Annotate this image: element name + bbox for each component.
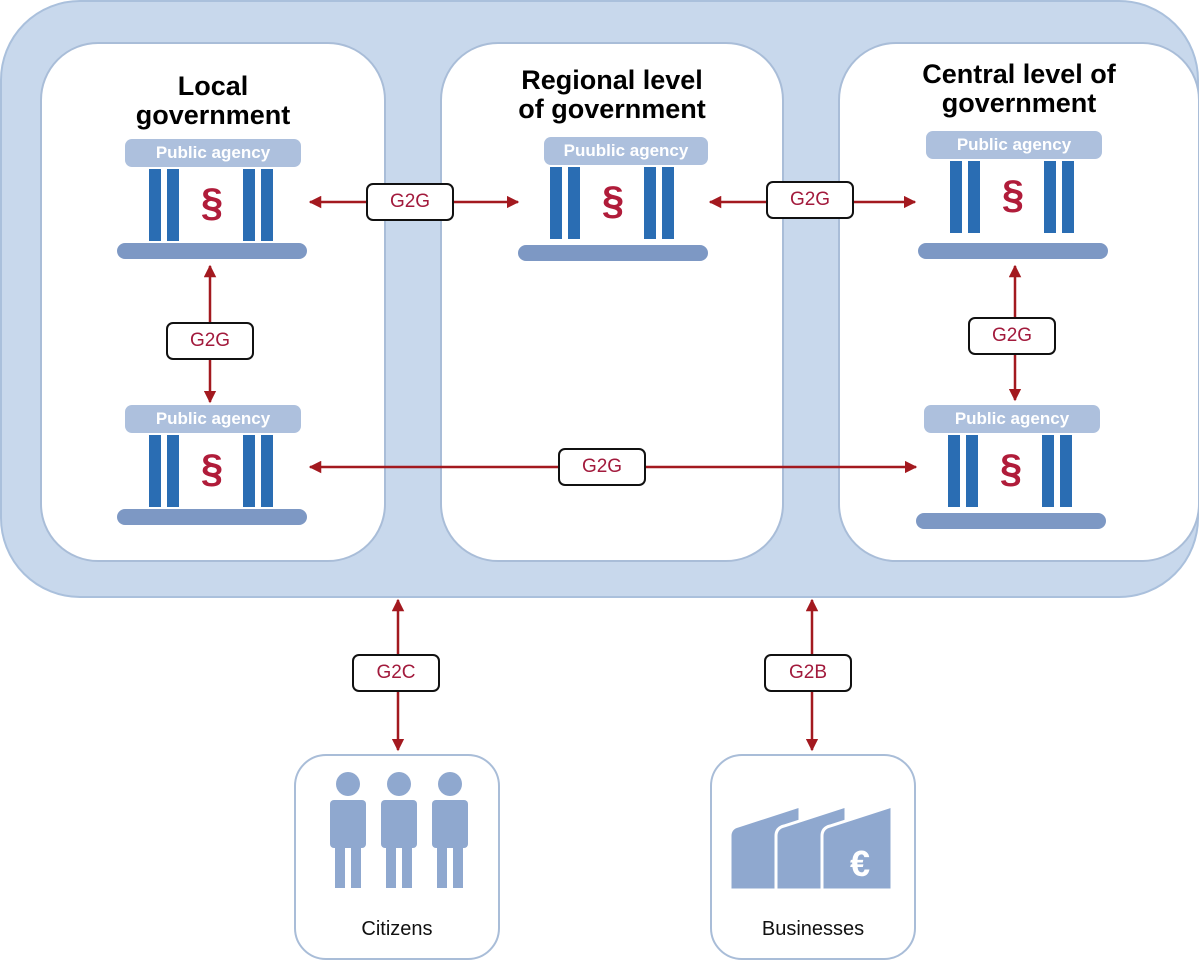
public-agency-icon: Public agency § bbox=[117, 139, 307, 267]
agency-base bbox=[916, 513, 1106, 529]
person-icon bbox=[381, 772, 417, 888]
agency-column bbox=[644, 167, 656, 239]
agency-base bbox=[518, 245, 708, 261]
section-sign-icon: § bbox=[601, 179, 625, 223]
citizens-label: Citizens bbox=[361, 918, 433, 940]
agency-column bbox=[167, 435, 179, 507]
relation-badge-local-vertical: G2G bbox=[166, 322, 254, 360]
relation-badge-local-regional: G2G bbox=[366, 183, 454, 221]
title-line: government bbox=[941, 88, 1097, 118]
agency-column bbox=[261, 435, 273, 507]
agency-column bbox=[568, 167, 580, 239]
agency-column bbox=[1042, 435, 1054, 507]
agency-base bbox=[117, 243, 307, 259]
person-icon bbox=[432, 772, 468, 888]
citizens-box: Citizens bbox=[294, 754, 500, 960]
agency-column bbox=[243, 169, 255, 241]
title-line: Central level of bbox=[922, 59, 1116, 89]
agency-sign: Public agency bbox=[924, 405, 1100, 433]
regional-government-title: Regional level of government bbox=[442, 66, 782, 124]
section-sign-icon: § bbox=[200, 447, 224, 491]
agency-column bbox=[149, 435, 161, 507]
businesses-label: Businesses bbox=[761, 918, 865, 940]
agency-column bbox=[948, 435, 960, 507]
agency-column bbox=[966, 435, 978, 507]
relation-badge-regional-central: G2G bbox=[766, 181, 854, 219]
section-sign-icon: § bbox=[1001, 173, 1025, 217]
agency-base bbox=[918, 243, 1108, 259]
public-agency-icon: Puublic agency § bbox=[518, 137, 708, 265]
section-sign-icon: § bbox=[999, 447, 1023, 491]
agency-column bbox=[662, 167, 674, 239]
agency-sign: Public agency bbox=[125, 139, 301, 167]
title-line: of government bbox=[518, 94, 706, 124]
title-line: government bbox=[135, 100, 291, 130]
agency-column bbox=[968, 161, 980, 233]
agency-column bbox=[261, 169, 273, 241]
public-agency-icon: Public agency § bbox=[916, 405, 1106, 533]
agency-column bbox=[243, 435, 255, 507]
central-government-title: Central level of government bbox=[840, 60, 1198, 118]
public-agency-icon: Public agency § bbox=[918, 131, 1108, 259]
section-sign-icon: § bbox=[200, 181, 224, 225]
agency-sign: Public agency bbox=[125, 405, 301, 433]
agency-column bbox=[1062, 161, 1074, 233]
factory-icon: € bbox=[728, 803, 894, 892]
agency-column bbox=[1060, 435, 1072, 507]
title-line: Regional level bbox=[521, 65, 703, 95]
local-government-title: Local government bbox=[42, 72, 384, 130]
agency-sign: Puublic agency bbox=[544, 137, 708, 165]
agency-column bbox=[1044, 161, 1056, 233]
agency-column bbox=[950, 161, 962, 233]
agency-column bbox=[167, 169, 179, 241]
person-icon bbox=[330, 772, 366, 888]
agency-column bbox=[149, 169, 161, 241]
public-agency-icon: Public agency § bbox=[117, 405, 307, 533]
agency-column bbox=[550, 167, 562, 239]
agency-base bbox=[117, 509, 307, 525]
citizens-icon bbox=[330, 772, 468, 888]
relation-badge-local-central: G2G bbox=[558, 448, 646, 486]
relation-badge-businesses: G2B bbox=[764, 654, 852, 692]
relation-badge-central-vertical: G2G bbox=[968, 317, 1056, 355]
title-line: Local bbox=[177, 71, 249, 101]
businesses-box: € Businesses bbox=[710, 754, 916, 960]
euro-icon: € bbox=[850, 843, 870, 884]
agency-sign: Public agency bbox=[926, 131, 1102, 159]
relation-badge-citizens: G2C bbox=[352, 654, 440, 692]
